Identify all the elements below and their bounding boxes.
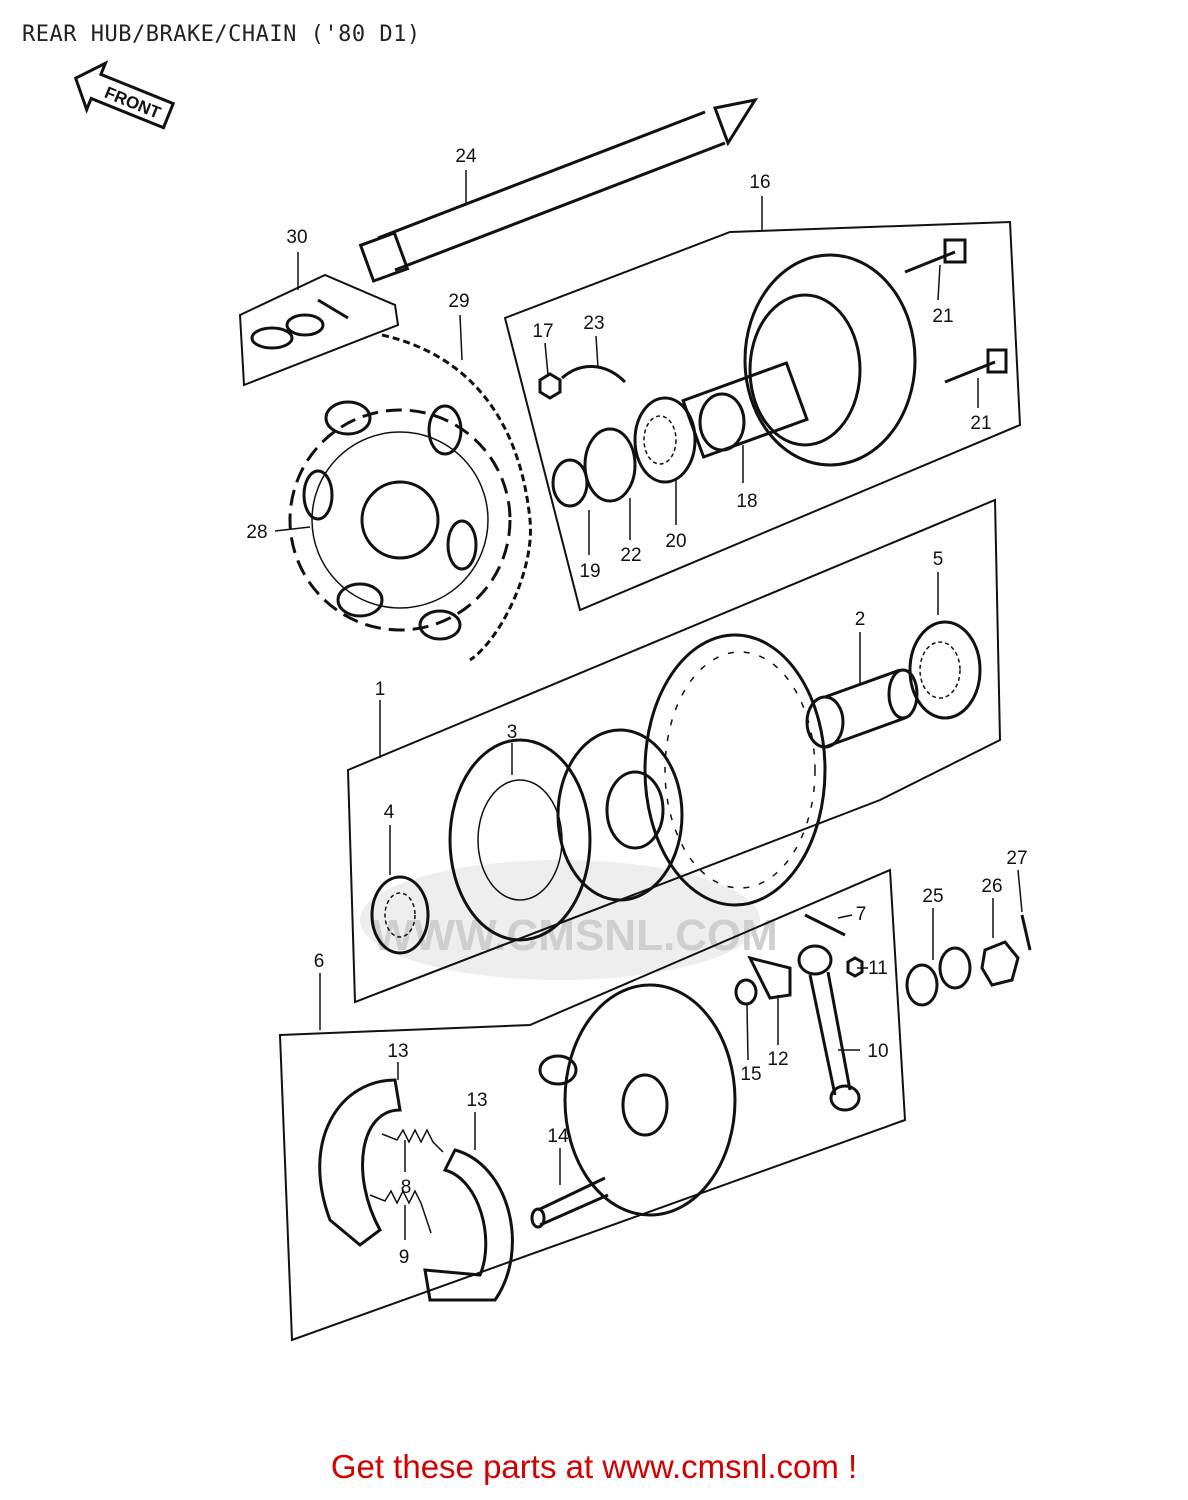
- callout-5: 5: [933, 549, 944, 570]
- hub-assembly-outline: [503, 220, 1022, 612]
- bolt-21-upper: [904, 238, 967, 274]
- callout-27: 27: [1006, 848, 1027, 869]
- callout-1: 1: [375, 679, 386, 700]
- axle-nut-26: [980, 940, 1020, 987]
- axle-collar-25: [905, 946, 972, 1007]
- chain-link-outline: [238, 273, 400, 387]
- callout-13-upper: 13: [387, 1041, 408, 1062]
- callout-14: 14: [547, 1126, 569, 1147]
- watermark-text: WWW.CMSNL.COM: [372, 911, 778, 960]
- callout-labels: 1 2 3 4 5 6 7 8 9 10 11 12 13 13 14 15 1…: [246, 146, 1027, 1268]
- rear-axle: [358, 97, 759, 283]
- callout-26: 26: [981, 876, 1002, 897]
- callout-30: 30: [286, 227, 307, 248]
- master-link: [250, 298, 349, 350]
- callout-11: 11: [868, 958, 888, 979]
- brake-shoe-upper: [318, 1078, 402, 1247]
- callout-22: 22: [620, 545, 641, 566]
- callout-23: 23: [583, 313, 604, 334]
- callout-29: 29: [448, 291, 469, 312]
- nut-11: [846, 956, 864, 978]
- callout-17: 17: [532, 321, 553, 342]
- callout-4: 4: [384, 802, 395, 823]
- callout-9: 9: [399, 1247, 410, 1268]
- wheel-assembly-outline: [346, 498, 1002, 1004]
- callout-13-lower: 13: [466, 1090, 487, 1111]
- collar: [551, 458, 589, 508]
- callout-16: 16: [749, 172, 770, 193]
- cotter-pin-27: [1020, 914, 1032, 951]
- callout-15: 15: [740, 1064, 761, 1085]
- leader-lines: [274, 170, 1023, 1240]
- bearing-5: [908, 620, 982, 720]
- callout-21-lower: 21: [970, 413, 991, 434]
- callout-21-upper: 21: [932, 306, 953, 327]
- brake-spring-9: [369, 1189, 432, 1234]
- indicator-12: [747, 955, 792, 1000]
- front-arrow-icon: FRONT: [73, 60, 176, 130]
- brake-cam-lever: [797, 944, 861, 1112]
- callout-10: 10: [867, 1041, 888, 1062]
- callout-28: 28: [246, 522, 267, 543]
- callout-7: 7: [856, 904, 867, 925]
- callout-12: 12: [767, 1049, 788, 1070]
- footer-link-cta[interactable]: Get these parts at www.cmsnl.com !: [330, 1448, 858, 1485]
- cush-drive-damper: [448, 738, 592, 942]
- callout-18: 18: [736, 491, 757, 512]
- brake-spring-8: [381, 1128, 444, 1153]
- bearing-20: [633, 396, 697, 484]
- callout-20: 20: [665, 531, 686, 552]
- brake-cam: [530, 1176, 609, 1229]
- rear-hub: [681, 253, 917, 467]
- bolt-21-lower: [944, 348, 1008, 384]
- callout-3: 3: [507, 722, 518, 743]
- callout-24: 24: [455, 146, 477, 167]
- brake-shoe-lower: [423, 1148, 514, 1302]
- brake-assembly-outline: [278, 868, 907, 1342]
- bolt-7: [804, 913, 846, 937]
- callout-25: 25: [922, 886, 943, 907]
- lock-plate-23: [561, 365, 627, 384]
- bearing-4: [370, 875, 430, 955]
- nut-17: [538, 372, 562, 400]
- callout-8: 8: [401, 1177, 412, 1198]
- callout-6: 6: [314, 951, 325, 972]
- drive-chain: [381, 333, 532, 662]
- diagram-title: REAR HUB/BRAKE/CHAIN ('80 D1): [22, 22, 421, 47]
- rear-sprocket: [288, 400, 512, 641]
- washer-15: [734, 978, 758, 1006]
- callout-2: 2: [855, 609, 866, 630]
- callout-19: 19: [579, 561, 600, 582]
- oil-seal: [583, 427, 637, 503]
- brake-panel: [538, 983, 737, 1217]
- wheel-spacer: [805, 668, 919, 749]
